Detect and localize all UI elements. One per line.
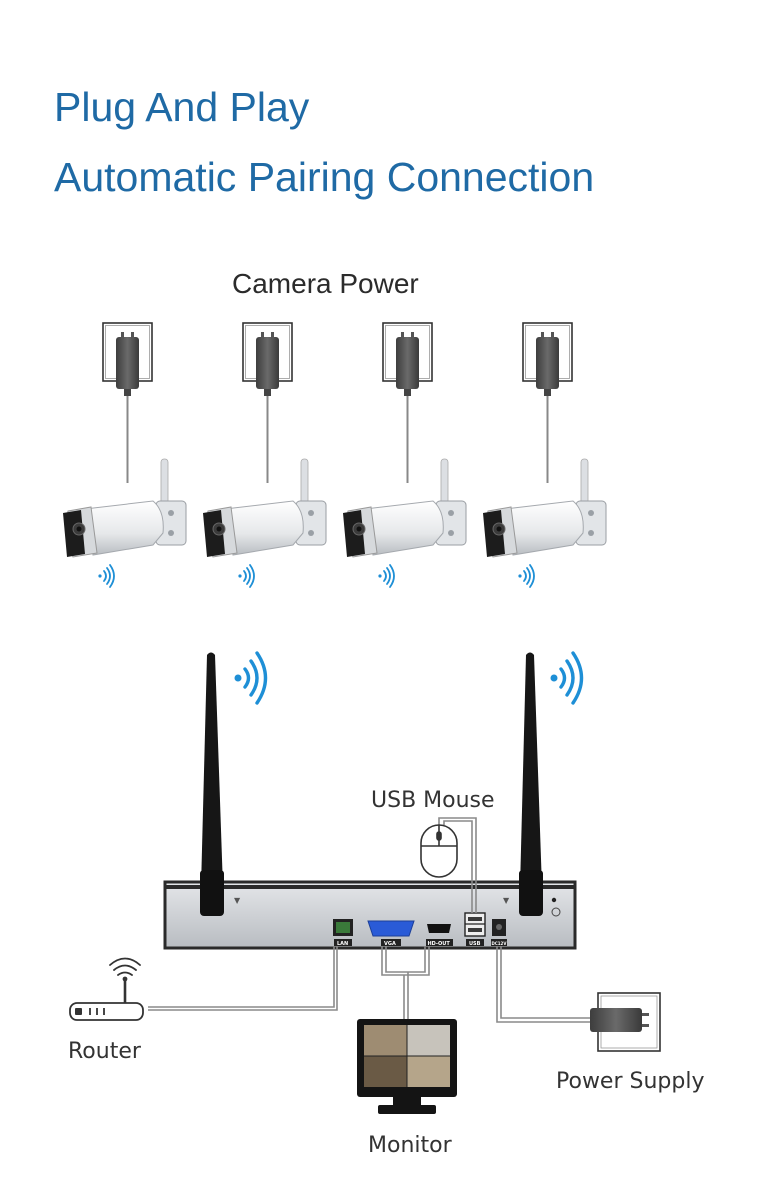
vga-port: VGA	[367, 920, 415, 947]
page-title: Plug And Play	[54, 84, 310, 130]
page-subtitle: Automatic Pairing Connection	[54, 154, 595, 200]
svg-text:▼: ▼	[503, 896, 510, 905]
svg-text:▼: ▼	[234, 896, 241, 905]
usb-port: USB	[464, 912, 486, 947]
connection-cables	[148, 817, 596, 1024]
usb-mouse-icon	[420, 824, 458, 878]
usb-mouse-label: USB Mouse	[371, 788, 495, 813]
usb-port-label: USB	[469, 941, 481, 947]
lan-port-label: LAN	[337, 941, 348, 947]
power-supply-icon	[590, 992, 661, 1052]
vga-port-label: VGA	[384, 941, 396, 947]
camera-power-label: Camera Power	[232, 268, 419, 299]
dc-port-label: DC12V	[492, 941, 508, 946]
monitor-icon	[357, 1019, 457, 1114]
router-label: Router	[68, 1039, 141, 1064]
nvr-wifi-right-icon	[548, 651, 584, 705]
nvr-recorder: ▼ ▼ LAN VGA HD-OUT USB	[163, 870, 577, 950]
camera-unit-3	[342, 322, 467, 588]
dc-port: DC12V	[491, 919, 507, 946]
hdout-port: HD-OUT	[426, 924, 453, 947]
power-supply-label: Power Supply	[556, 1069, 705, 1094]
monitor-label: Monitor	[368, 1133, 452, 1158]
camera-unit-4	[482, 322, 607, 588]
nvr-wifi-left-icon	[232, 651, 268, 705]
camera-unit-1	[62, 322, 187, 588]
lan-port: LAN	[333, 919, 353, 947]
camera-unit-2	[202, 322, 327, 588]
hdout-port-label: HD-OUT	[428, 941, 451, 947]
router-icon	[69, 957, 144, 1021]
